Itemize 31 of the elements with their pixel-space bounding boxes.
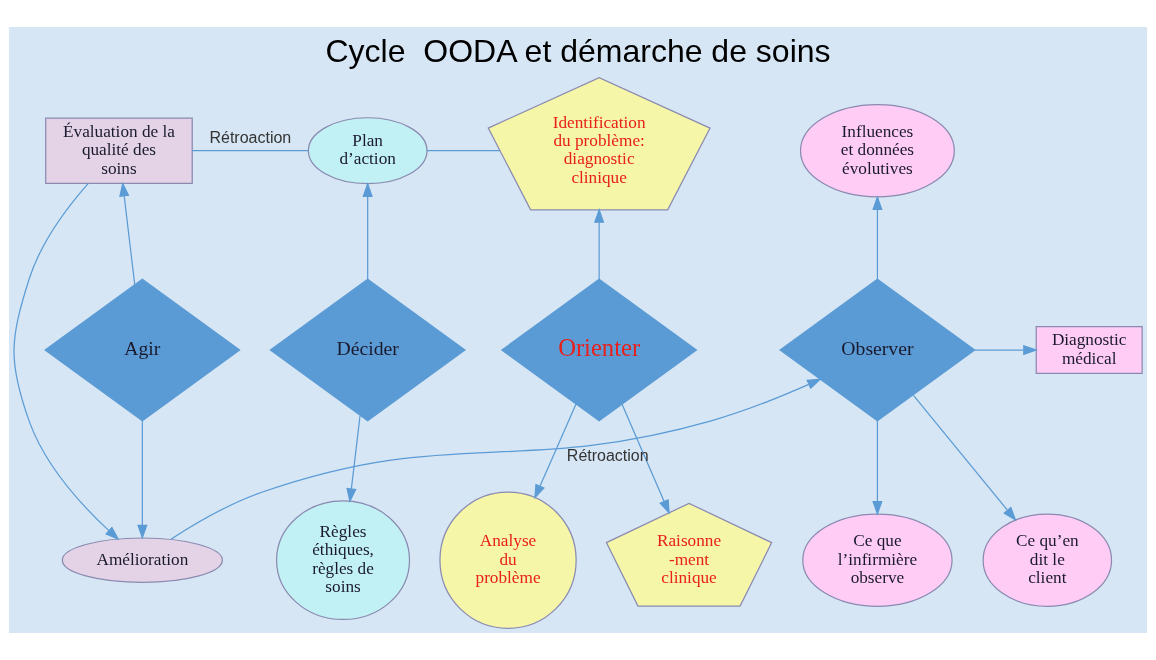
node-diamond: Décider — [269, 278, 466, 422]
arrow — [362, 182, 373, 280]
arrow — [534, 403, 577, 500]
arrow — [13, 182, 120, 541]
arrow — [912, 394, 1017, 522]
node-box: Diagnostic médical — [1035, 326, 1143, 375]
node-ellipse: Ce que l’infirmière observe — [802, 513, 953, 607]
arrow — [974, 344, 1038, 356]
connector — [191, 150, 309, 152]
connector — [426, 150, 501, 152]
arrow — [170, 378, 822, 540]
diagram-title: Cycle OODA et démarche de soins — [325, 33, 831, 70]
node-box: Évaluation de la qualité des soins — [45, 117, 193, 184]
node-ellipse: Règles éthiques, règles de soins — [275, 500, 411, 621]
arrow — [346, 415, 361, 503]
node-ellipse: Plan d’action — [307, 117, 428, 185]
node-diamond: Orienter — [500, 278, 698, 422]
arrow — [872, 420, 883, 516]
arrow — [119, 181, 136, 286]
node-ellipse: Amélioration — [61, 537, 223, 583]
node-diamond: Observer — [779, 278, 976, 422]
arrow — [137, 420, 148, 540]
edge-label: Rétroaction — [209, 128, 292, 146]
edge-label: Rétroaction — [566, 446, 649, 464]
node-diamond: Agir — [44, 278, 241, 422]
node-circle: Analyse du problème — [439, 491, 577, 629]
node-ellipse: Ce qu’en dit le client — [982, 513, 1113, 607]
node-ellipse: Influences et données évolutives — [799, 103, 955, 198]
arrow — [621, 403, 670, 515]
arrow — [593, 208, 605, 280]
arrow — [872, 195, 883, 280]
